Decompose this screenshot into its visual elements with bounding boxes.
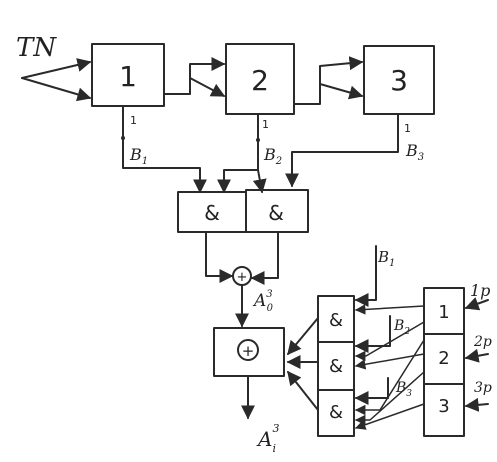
wire-b3-side <box>354 377 389 405</box>
right-input-2p-label: 2p <box>473 334 492 350</box>
top-block-1-label: 1 <box>119 60 137 93</box>
wire-1p-input <box>464 297 489 311</box>
signal-label-b1: B1 <box>129 145 148 167</box>
right-input-1p-label: 1p <box>470 281 490 300</box>
right-block-2-label: 2 <box>438 348 449 369</box>
input-label-tn: TN <box>16 33 57 63</box>
wire-2p-input <box>464 348 489 363</box>
and-col-gate-3-label: & <box>329 402 343 423</box>
arrow-b1-b2-lower <box>189 77 226 97</box>
wire-rb3-to-and3 <box>355 403 425 430</box>
arrow-b2-b3-upper <box>293 56 364 105</box>
top-block-2-label: 2 <box>251 64 269 97</box>
and-gate-right-label: & <box>268 201 284 225</box>
wire-rb2-to-and3 <box>354 371 425 426</box>
wire-rb1-to-and3 <box>354 339 425 416</box>
wire-b2-to-and-right <box>252 169 267 194</box>
wire-rb2-to-and2 <box>354 353 425 370</box>
signal-label-b2: B2 <box>263 145 282 167</box>
and-col-gate-2-label: & <box>329 356 343 377</box>
wire-rb1-to-and1 <box>354 304 425 315</box>
side-input-b2-label: B2 <box>393 318 410 337</box>
wire-and1-to-xor <box>287 317 319 356</box>
xor-small-label: + <box>237 270 248 285</box>
top-block-3: 3 <box>363 45 435 115</box>
top-block-3-label: 3 <box>390 64 408 97</box>
signal-label-b3: B3 <box>405 141 424 163</box>
side-input-b3-label: B3 <box>395 380 412 399</box>
wire-b1-to-and <box>122 105 207 194</box>
wire-b2-to-and-left <box>217 113 259 194</box>
wire-rb1-to-and2 <box>354 321 425 362</box>
xor-block-main: + <box>213 327 285 377</box>
tn-arrow-upper <box>21 58 92 79</box>
and-gate-pair: & & <box>177 189 309 233</box>
xor-symbol-circle <box>237 339 259 361</box>
right-input-3p-label: 3p <box>474 380 492 396</box>
and-col-gate-1-label: & <box>329 310 343 331</box>
pin-label-1: 1 <box>130 114 137 127</box>
pin-label-3: 1 <box>404 122 411 135</box>
right-block-3-label: 3 <box>438 396 449 417</box>
and-gate-left-label: & <box>204 201 220 225</box>
right-block-1-label: 1 <box>438 302 449 323</box>
wire-3p-input <box>464 397 489 412</box>
pin-label-2: 1 <box>262 118 269 131</box>
wire-and-left-to-xor <box>205 231 234 283</box>
side-input-b1-label: B1 <box>377 248 395 269</box>
xor-gate-small: + <box>232 266 252 286</box>
arrow-b2-b3-lower <box>319 83 364 100</box>
right-block-column: 1 2 3 <box>423 287 465 437</box>
tn-arrow-lower <box>21 77 92 102</box>
xor-block-label: + <box>242 342 255 360</box>
wire-b3-to-and <box>285 113 399 188</box>
wire-b1-side <box>354 245 377 307</box>
top-block-1: 1 <box>91 43 165 107</box>
wire-b2-side <box>354 315 391 353</box>
and-column: & & & <box>317 295 355 437</box>
wire-and3-to-xor <box>287 370 319 411</box>
wire-and-right-to-xor <box>250 231 279 285</box>
top-block-2: 2 <box>225 43 295 115</box>
